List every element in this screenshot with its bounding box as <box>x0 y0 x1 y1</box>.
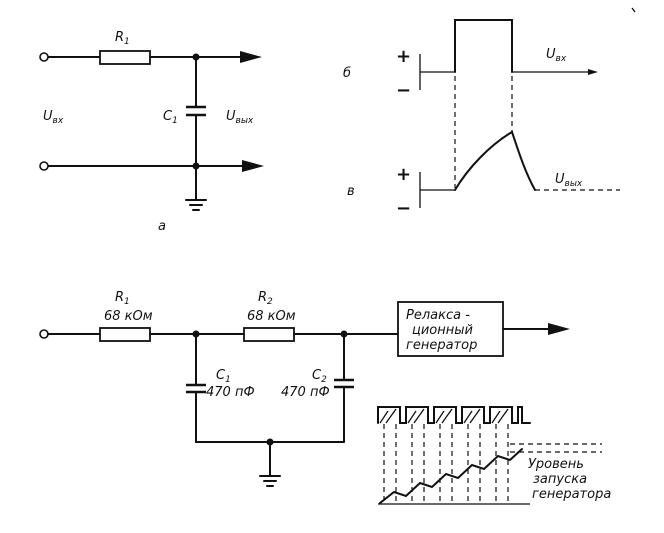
junction-dot <box>192 53 200 61</box>
label-r2: R2 <box>258 290 273 307</box>
resistor-r2 <box>243 327 295 342</box>
resistor-r1-a <box>99 50 151 65</box>
junction-dot <box>266 438 274 446</box>
trigger-level-label-3: генератора <box>532 487 611 502</box>
output-arrow-top-a <box>240 51 262 63</box>
output-arrow-bottom-a <box>242 160 264 172</box>
label-r1: R1 <box>115 290 130 307</box>
generator-label-line-2: ционный <box>412 323 473 338</box>
ground-symbol-bottom <box>259 475 281 487</box>
bottom-circuit <box>39 301 570 487</box>
input-terminal-bottom-circuit <box>39 329 49 339</box>
figure-a-circuit <box>39 50 264 211</box>
junction-dot <box>192 162 200 170</box>
junction-dot <box>192 330 200 338</box>
label-c2-value: 470 пФ <box>281 385 330 400</box>
label-c1: C1 <box>216 368 231 385</box>
figure-v-waveform <box>419 130 620 208</box>
figure-b-letter: б <box>343 66 351 81</box>
label-u-out-v: Uвых <box>555 172 583 189</box>
label-c1-a: C1 <box>163 109 178 126</box>
label-r1-value: 68 кОм <box>104 309 153 324</box>
generator-label-line-3: генератор <box>406 338 477 353</box>
label-u-in-a: Uвх <box>43 109 64 126</box>
figure-v-plus: + <box>396 164 411 185</box>
label-r2-value: 68 кОм <box>247 309 296 324</box>
figure-b-plus: + <box>396 46 411 67</box>
figure-v-letter: в <box>347 184 355 199</box>
trigger-level-label-1: Уровень <box>528 457 584 472</box>
trigger-level-label-2: запуска <box>533 472 587 487</box>
label-u-in-b: Uвх <box>546 47 567 64</box>
input-pulse <box>454 19 513 73</box>
label-u-out-a: Uвых <box>226 109 254 126</box>
ground-symbol-a <box>185 199 207 211</box>
label-c2: C2 <box>312 368 327 385</box>
input-terminal-top-a <box>39 52 49 62</box>
input-terminal-bottom-a <box>39 161 49 171</box>
timing-waveform <box>377 406 602 505</box>
output-waveform <box>454 130 536 191</box>
label-c1-value: 470 пФ <box>206 385 255 400</box>
figure-b-waveform <box>419 19 598 90</box>
staircase-ramp <box>379 448 523 504</box>
figure-b-minus: − <box>396 80 411 101</box>
generator-output-arrow <box>548 323 570 335</box>
figure-v-minus: − <box>396 198 411 219</box>
pulse-train <box>377 406 531 424</box>
caption-a: а <box>158 219 166 234</box>
junction-dot <box>340 330 348 338</box>
stray-mark <box>631 7 636 13</box>
generator-label-line-1: Релакса - <box>406 308 470 323</box>
label-r1-a: R1 <box>115 30 130 47</box>
resistor-r1 <box>99 327 151 342</box>
